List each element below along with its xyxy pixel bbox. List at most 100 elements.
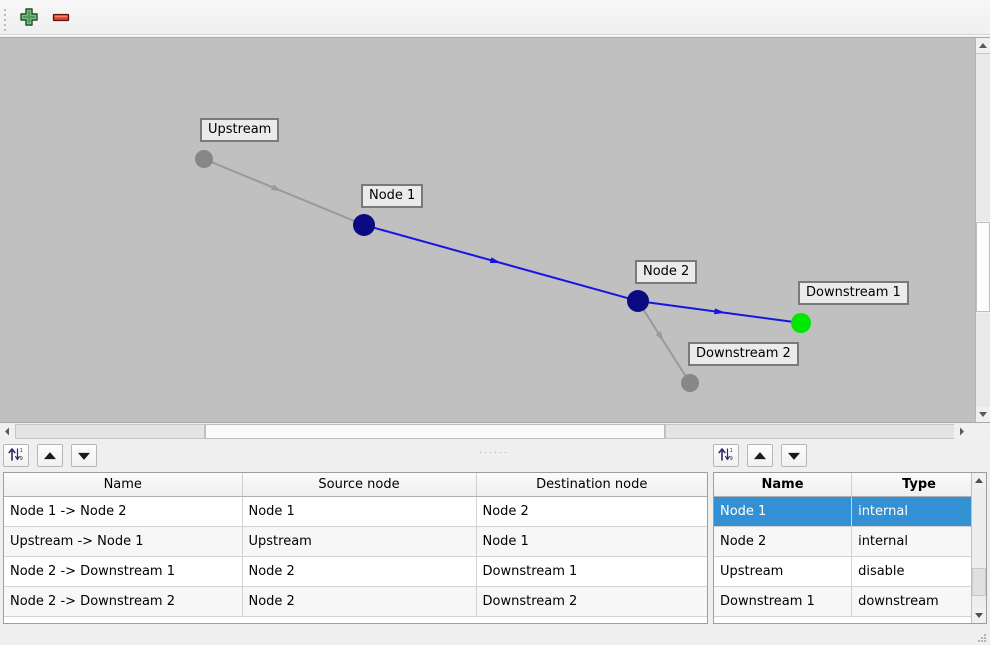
graph-node-node2[interactable] [627,290,649,312]
toolbar-divider-highlight [0,35,990,36]
cell-name[interactable]: Node 2 -> Downstream 2 [4,586,243,617]
graph-edge[interactable] [211,161,356,223]
edge-direction-arrow [655,331,665,343]
splitter-grip [480,442,510,453]
column-header-name[interactable]: Name [4,473,243,497]
main-toolbar [0,0,990,36]
resize-grip[interactable] [977,633,987,643]
node-label-node2[interactable]: Node 2 [635,260,698,284]
cell-destination[interactable]: Node 1 [476,526,707,557]
cell-type[interactable]: internal [851,496,986,527]
scroll-right-arrow[interactable] [954,424,969,439]
node-label-downstream2[interactable]: Downstream 2 [688,342,799,366]
cell-destination[interactable]: Node 2 [476,496,707,527]
cell-name[interactable]: Upstream [714,556,853,587]
cell-type[interactable]: disable [851,556,986,587]
triangle-up-icon [754,451,766,459]
scrollbar-track-upper[interactable] [976,53,990,221]
toolbar-drag-handle[interactable] [4,9,9,36]
triangle-up-icon [44,451,56,459]
cell-type[interactable]: downstream [851,586,986,617]
column-header-name[interactable]: Name [714,473,853,497]
graph-edge[interactable] [642,308,687,377]
scroll-down-arrow[interactable] [972,608,986,623]
node-label-upstream[interactable]: Upstream [200,118,280,142]
graph-node-upstream[interactable] [195,150,213,168]
links-sort-button[interactable]: 1 9 [3,444,29,467]
status-bar [0,625,990,645]
edge-direction-arrow [489,257,502,264]
triangle-down-icon [78,452,90,460]
scrollbar-thumb[interactable] [976,222,990,312]
graph-node-node1[interactable] [353,214,375,236]
graph-node-downstream1[interactable] [791,313,811,333]
nodes-sort-button[interactable]: 1 9 [713,444,739,467]
scrollbar-corner [969,424,990,439]
nodes-move-down-button[interactable] [781,444,807,467]
panel-splitter[interactable] [0,439,990,453]
scroll-down-arrow[interactable] [976,407,990,422]
scroll-up-arrow[interactable] [976,38,990,53]
graph-horizontal-scrollbar[interactable] [0,424,990,439]
cell-name[interactable]: Downstream 1 [714,586,853,617]
cell-name[interactable]: Node 1 [714,496,853,527]
scroll-up-arrow[interactable] [972,473,986,488]
green-plus-icon [18,8,40,31]
node-label-node1[interactable]: Node 1 [361,184,424,208]
toolbar-divider [0,34,990,35]
cell-source[interactable]: Upstream [242,526,477,557]
svg-text:1: 1 [20,448,23,454]
svg-text:9: 9 [20,455,23,461]
graph-vertical-scrollbar[interactable] [975,38,990,422]
cell-type[interactable]: internal [851,526,986,557]
scrollbar-thumb[interactable] [972,568,986,596]
svg-text:9: 9 [730,455,733,461]
edge-direction-arrow [271,184,283,192]
cell-source[interactable]: Node 1 [242,496,477,527]
sort-arrows-icon: 1 9 [7,447,25,466]
nodes-table-scrollbar[interactable] [971,473,986,623]
scrollbar-track-lower[interactable] [976,313,990,407]
node-label-downstream1[interactable]: Downstream 1 [798,281,909,305]
remove-button[interactable] [48,6,74,30]
cell-name[interactable]: Node 2 [714,526,853,557]
cell-name[interactable]: Upstream -> Node 1 [4,526,243,557]
scroll-left-arrow[interactable] [0,424,15,439]
hscrollbar-track-right[interactable] [665,424,969,439]
cell-destination[interactable]: Downstream 1 [476,556,707,587]
add-button[interactable] [16,6,42,30]
links-move-up-button[interactable] [37,444,63,467]
column-header-type[interactable]: Type [851,473,986,497]
cell-destination[interactable]: Downstream 2 [476,586,707,617]
cell-name[interactable]: Node 1 -> Node 2 [4,496,243,527]
cell-source[interactable]: Node 2 [242,556,477,587]
hscrollbar-track-left[interactable] [15,424,205,439]
nodes-move-up-button[interactable] [747,444,773,467]
column-header-destination-node[interactable]: Destination node [476,473,707,497]
cell-name[interactable]: Node 2 -> Downstream 1 [4,556,243,587]
hscrollbar-thumb[interactable] [205,424,665,439]
links-move-down-button[interactable] [71,444,97,467]
column-header-source-node[interactable]: Source node [242,473,477,497]
cell-source[interactable]: Node 2 [242,586,477,617]
graph-node-downstream2[interactable] [681,374,699,392]
